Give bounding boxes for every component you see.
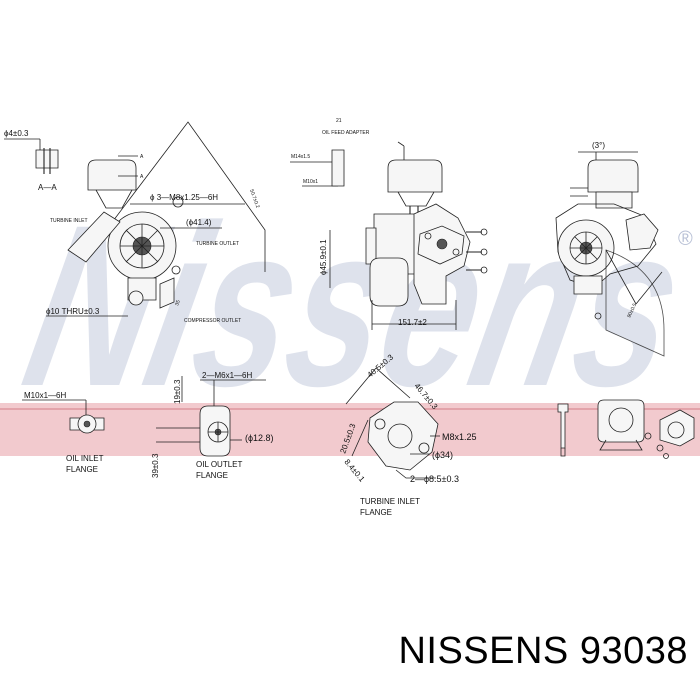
watermark-registered: ® [678, 228, 693, 250]
label-oil-feed-num: 21 [336, 118, 342, 124]
footer-part-label: NISSENS 93038 [368, 630, 688, 673]
label-d12-8: (ϕ12.8) [245, 433, 274, 443]
label-m8-125: M8x1.25 [442, 432, 477, 442]
label-m10-side: M10x1 [303, 179, 318, 185]
label-d34: (ϕ34) [432, 450, 453, 460]
oil-outlet-flange: 2—M6x1—6H 19±0.3 (ϕ12.8) 39±0.3 OIL OUTL… [151, 371, 274, 480]
label-section-aa: A—A [38, 183, 57, 192]
footer-brand: NISSENS [398, 630, 569, 672]
watermark-band [0, 403, 700, 456]
label-a-upper: A [140, 154, 144, 160]
label-flange-3: FLANGE [360, 508, 392, 517]
label-flange-2: FLANGE [196, 471, 228, 480]
label-phi4: ϕ4±0.3 [4, 129, 29, 138]
label-d45-9: ϕ45.9±0.1 [319, 239, 328, 275]
label-turbine-inlet-small: TURBINE INLET [50, 218, 88, 224]
label-d41-4: (ϕ41.4) [186, 218, 212, 227]
right-view: (3°) 90±0.5 [555, 141, 665, 357]
label-m6-2: 2—M6x1—6H [202, 371, 252, 380]
label-m10-6h: M10x1—6H [24, 391, 66, 400]
label-turbine-inlet: TURBINE INLET [360, 497, 420, 506]
label-d151-7: 151.7±2 [398, 318, 427, 327]
label-d8-5: 2—ϕ8.5±0.3 [410, 474, 459, 484]
label-view3: (3°) [592, 141, 605, 150]
label-oil-inlet: OIL INLET [66, 454, 104, 463]
label-d35: 35 [174, 299, 182, 306]
footer-part-number: 93038 [579, 630, 688, 672]
label-m14: M14x1.5 [291, 154, 310, 160]
label-d39: 39±0.3 [151, 453, 160, 478]
label-a-lower: A [140, 174, 144, 180]
middle-view: 21 OIL FEED ADAPTER M14x1.5 M10x1 ϕ45.9±… [290, 118, 488, 330]
gasket-parts [557, 399, 695, 459]
label-flange-1: FLANGE [66, 465, 98, 474]
label-oil-outlet: OIL OUTLET [196, 460, 242, 469]
turbine-inlet-flange: 40.5±0.3 46.7±0.3 M8x1.25 20.5±0.3 (ϕ34)… [338, 352, 476, 517]
label-d90: 90±0.5 [626, 302, 638, 319]
label-m8-3: ϕ 3—M8x1.25—6H [150, 193, 218, 202]
label-d19: 19±0.3 [173, 379, 182, 404]
label-d8-4: 8.4±0.1 [342, 458, 366, 485]
label-thru10: ϕ10 THRU±0.3 [46, 307, 100, 316]
oil-inlet-flange: M10x1—6H OIL INLET FLANGE [22, 391, 105, 474]
label-oil-feed: OIL FEED ADAPTER [322, 130, 370, 136]
label-turbine-outlet-small: TURBINE OUTLET [196, 241, 239, 247]
watermark-band-line [0, 408, 700, 410]
label-comp-outlet: COMPRESSOR OUTLET [184, 318, 241, 324]
watermark-text: Nissens [8, 177, 700, 434]
